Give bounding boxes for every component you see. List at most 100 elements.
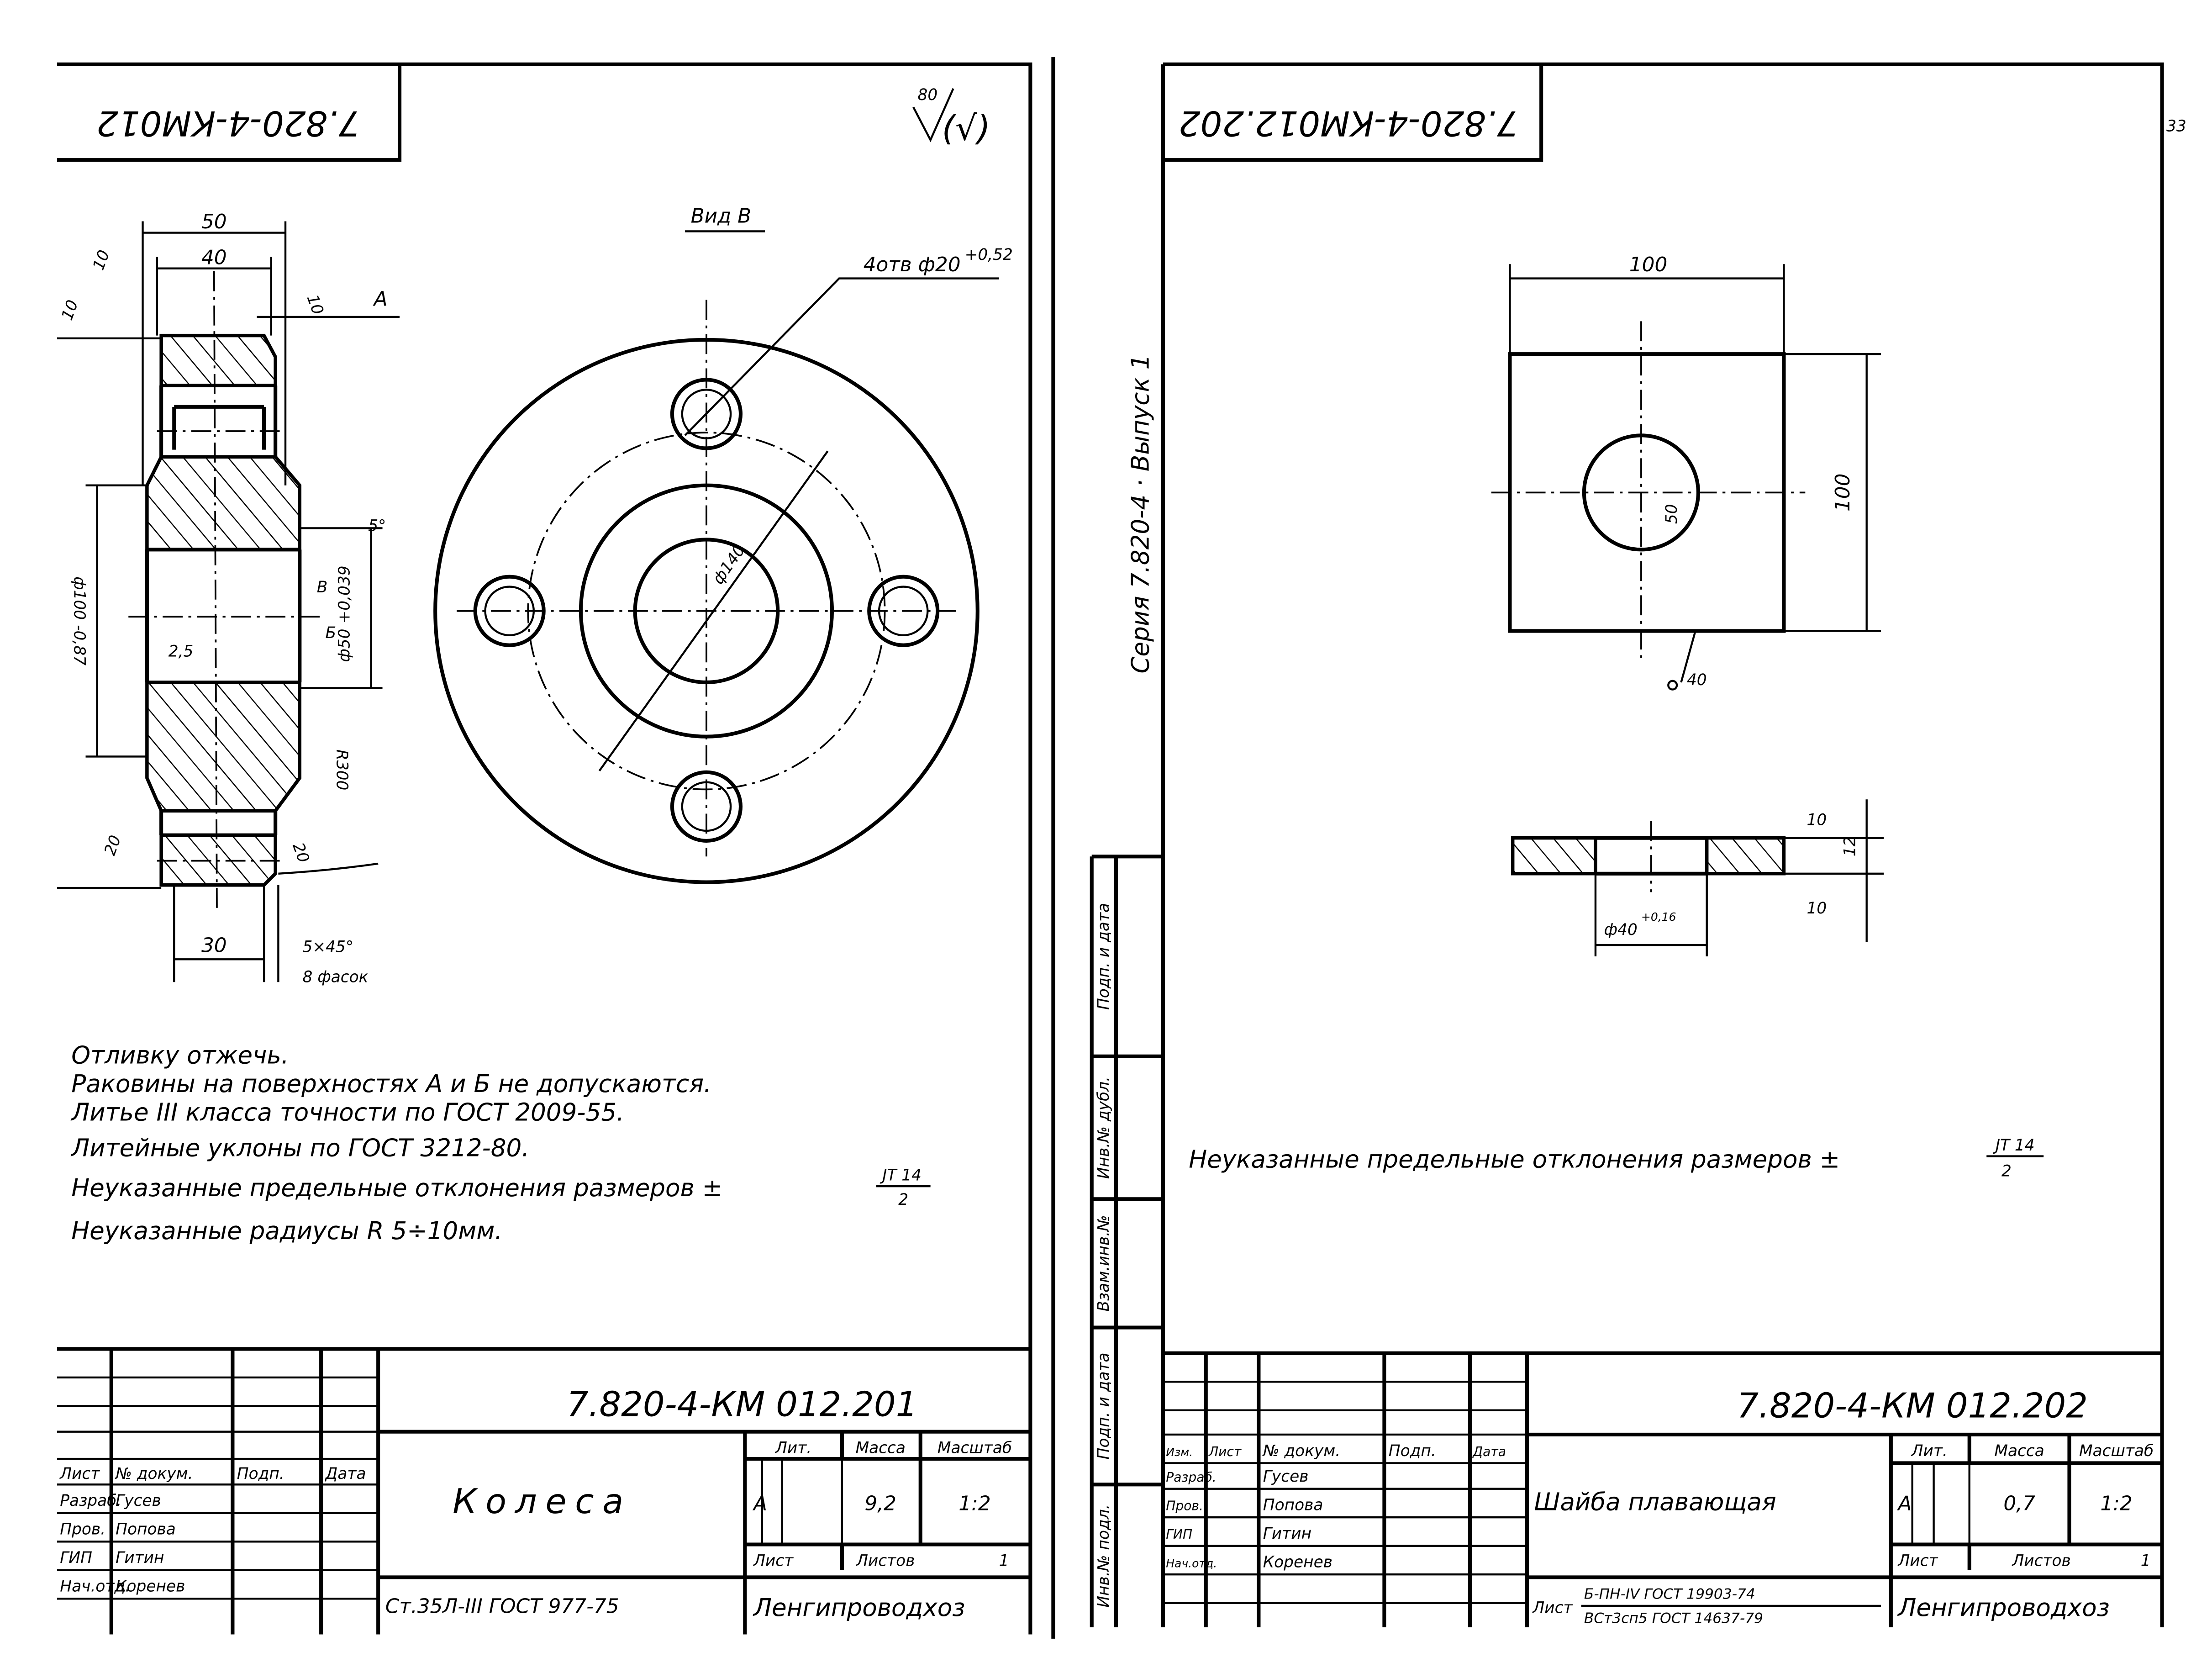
material: Ст.35Л-III ГОСТ 977-75	[385, 1595, 619, 1618]
bolt-hole	[867, 575, 940, 647]
svg-text:Пров.: Пров.	[60, 1520, 105, 1539]
roughness-10-top: 10	[1806, 811, 1827, 829]
roughness-20-b: 20	[289, 840, 313, 866]
chamfer-note: 8 фасок	[303, 968, 369, 986]
roughness-10-b: 10	[58, 298, 82, 323]
dim-dia140: ф140	[709, 542, 749, 588]
lit-value: А	[1896, 1492, 1912, 1515]
bolt-hole	[670, 378, 743, 450]
svg-text:ГИП: ГИП	[1166, 1527, 1192, 1542]
left-header-code: 7.820-4-КМ012	[96, 103, 360, 143]
bolt-hole	[473, 575, 546, 647]
margin-stamp: Подп. и дата Инв.№ дубл. Взам.инв.№ Подп…	[1090, 855, 1164, 1627]
scale-value: 1:2	[959, 1492, 990, 1515]
svg-text:Подп.: Подп.	[1389, 1442, 1436, 1460]
organization: Ленгипроводхоз	[1897, 1594, 2109, 1622]
lit-value: А	[752, 1492, 767, 1515]
note: Неуказанные предельные отклонения размер…	[1189, 1145, 1840, 1174]
svg-text:Дата: Дата	[1472, 1444, 1506, 1459]
view-b-title: Вид В	[691, 205, 752, 228]
svg-text:Гусев: Гусев	[1263, 1467, 1309, 1486]
note-1: Отливку отжечь.	[71, 1041, 289, 1069]
svg-text:Пров.: Пров.	[1166, 1499, 1203, 1514]
washer-plan-view: 100 100 50 40	[1491, 253, 1881, 691]
svg-text:Лист: Лист	[753, 1552, 794, 1570]
roughness-40: 40	[1687, 671, 1707, 689]
left-title-block: 7.820-4-КМ 012.201 Колеса Лит. Масса Мас…	[57, 1347, 1031, 1635]
holes-label: 4отв ф20	[864, 253, 961, 276]
svg-text:Гусев: Гусев	[116, 1492, 161, 1510]
right-header-code: 7.820-4-КМ012.202	[1179, 103, 1519, 143]
dim-50: 50	[201, 210, 227, 233]
svg-text:Лит.: Лит.	[774, 1439, 811, 1457]
svg-text:Масштаб: Масштаб	[937, 1439, 1012, 1457]
material-grade: Б-ПН-IV ГОСТ 19903-74	[1584, 1586, 1755, 1602]
svg-text:№ докум.: № докум.	[115, 1465, 193, 1483]
roughness-10-bottom: 10	[1806, 899, 1827, 918]
tol-denominator: 2	[2001, 1162, 2012, 1180]
dim-40: 40	[201, 246, 227, 269]
svg-text:Листов: Листов	[855, 1552, 915, 1570]
svg-text:Попова: Попова	[116, 1520, 176, 1539]
svg-text:Попова: Попова	[1263, 1496, 1323, 1515]
svg-text:Лист: Лист	[59, 1465, 100, 1483]
holes-tolerance: +0,52	[965, 246, 1013, 264]
surface-a-label: A	[373, 287, 388, 311]
chamfer-dim: 5×45°	[303, 938, 354, 956]
svg-text:Нач.отд.: Нач.отд.	[1166, 1557, 1217, 1570]
svg-text:Подп.: Подп.	[237, 1465, 284, 1483]
right-title-block: 7.820-4-КМ 012.202 Шайба плавающая Лит. …	[1163, 1351, 2162, 1627]
svg-text:Инв.№ подл.: Инв.№ подл.	[1095, 1504, 1113, 1608]
dim-height-100: 100	[1831, 474, 1854, 512]
svg-text:Разраб.: Разраб.	[60, 1492, 121, 1510]
tol-denominator: 2	[898, 1191, 908, 1209]
left-header-box	[57, 64, 402, 162]
note-6: Неуказанные радиусы R 5÷10мм.	[71, 1217, 502, 1245]
right-frame	[1161, 62, 2164, 1627]
svg-text:Инв.№ дубл.: Инв.№ дубл.	[1095, 1077, 1113, 1179]
radius-r300: R300	[333, 749, 351, 790]
page-number: 33	[2166, 117, 2186, 136]
roughness-50: 50	[1663, 504, 1681, 524]
tol-numerator: JT 14	[1993, 1136, 2035, 1155]
svg-text:Масса: Масса	[1994, 1442, 2044, 1460]
drawing-code: 7.820-4-КМ 012.201	[567, 1384, 918, 1424]
view-b-marker: В	[317, 578, 328, 596]
note-4: Литейные уклоны по ГОСТ 3212-80.	[70, 1134, 529, 1162]
svg-text:1: 1	[2141, 1552, 2151, 1570]
svg-text:Взам.инв.№: Взам.инв.№	[1095, 1215, 1113, 1311]
dim-dia40: ф40	[1604, 921, 1638, 939]
part-name: Шайба плавающая	[1534, 1488, 1776, 1516]
angle-5: 5°	[368, 517, 386, 535]
roughness-10-a: 10	[90, 248, 114, 273]
svg-text:Листов: Листов	[2011, 1552, 2070, 1570]
svg-text:Коренев: Коренев	[1263, 1553, 1332, 1572]
roughness-2-5: 2,5	[169, 643, 194, 661]
washer-section-view: 12 10 10 ф40 +0,16	[1511, 799, 1884, 957]
svg-text:80: 80	[917, 86, 937, 104]
right-sheet: 7.820-4-КМ012.202 33 Серия 7.820-4 · Вып…	[1090, 62, 2186, 1627]
left-frame	[57, 62, 1032, 1635]
roughness-10-c: 10	[303, 292, 327, 317]
left-sheet: 7.820-4-КМ012 80 (√) 50 40	[57, 57, 1055, 1639]
dim-width-100: 100	[1629, 253, 1668, 276]
svg-text:Гитин: Гитин	[1263, 1525, 1311, 1543]
svg-text:1: 1	[999, 1552, 1009, 1570]
surface-b-label: Б	[326, 624, 337, 642]
svg-text:Лист: Лист	[1532, 1599, 1573, 1617]
series-label: Серия 7.820-4 · Выпуск 1	[1127, 354, 1155, 674]
svg-text:Дата: Дата	[325, 1465, 366, 1483]
svg-text:Изм.: Изм.	[1166, 1446, 1193, 1459]
svg-text:Масса: Масса	[855, 1439, 906, 1457]
dim-thickness-12: 12	[1841, 837, 1859, 857]
organization: Ленгипроводхоз	[753, 1594, 965, 1622]
mass-value: 0,7	[2003, 1492, 2035, 1515]
bolt-hole	[670, 770, 743, 843]
drawing-code: 7.820-4-КМ 012.202	[1737, 1385, 2088, 1425]
dim-30: 30	[201, 934, 227, 957]
svg-text:Подп. и дата: Подп. и дата	[1095, 903, 1113, 1010]
wheel-section-view: 50 40 10 10 10 A ф100 -0,87 ф50 +0,039 5…	[57, 210, 400, 986]
svg-text:Подп. и дата: Подп. и дата	[1095, 1352, 1113, 1459]
note-3: Литье III класса точности по ГОСТ 2009-5…	[70, 1098, 624, 1126]
right-header-box	[1163, 64, 1543, 162]
